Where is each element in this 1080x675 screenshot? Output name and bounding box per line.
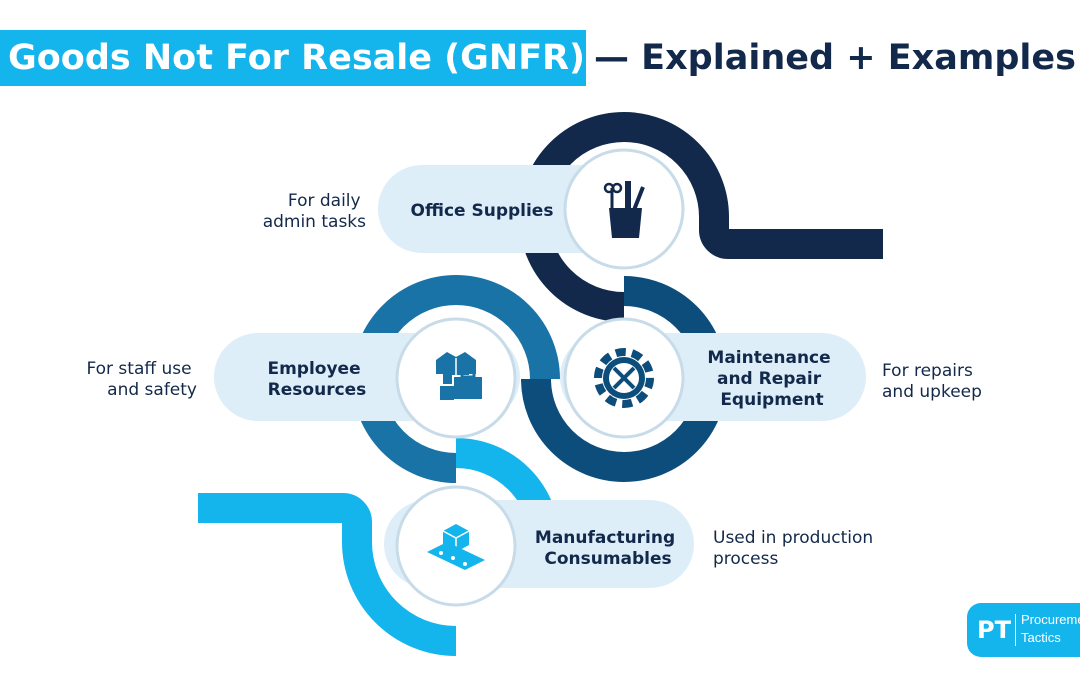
desc-office-supplies: For daily admin tasks — [263, 191, 366, 232]
arc-mfg-left — [198, 493, 457, 656]
arc-office-right — [623, 112, 883, 259]
conveyor-box-icon — [427, 524, 485, 570]
logo-initials: PT — [977, 616, 1011, 644]
desc-maintenance: For repairs and upkeep — [882, 361, 982, 402]
label-employee-resources: Employee Resources — [267, 359, 366, 400]
label-manufacturing: Manufacturing Consumables — [535, 528, 681, 569]
brand-logo — [967, 603, 1080, 657]
label-office-supplies: Office Supplies — [411, 201, 554, 221]
logo-line1: Procurement — [1021, 612, 1080, 627]
title-highlight-bar — [0, 30, 586, 86]
uniform-toolbox-icon — [436, 352, 484, 401]
desc-employee-resources: For staff use and safety — [86, 359, 197, 400]
pencil-cup-icon — [603, 181, 645, 238]
logo-divider — [1015, 614, 1016, 646]
desc-manufacturing: Used in production process — [713, 528, 879, 569]
logo-line2: Tactics — [1021, 630, 1061, 645]
title-subtitle: — Explained + Examples — [594, 38, 1076, 78]
label-maintenance: Maintenance and Repair Equipment — [707, 348, 836, 410]
gear-tools-icon — [594, 348, 654, 408]
title-highlight: Goods Not For Resale (GNFR) — [8, 38, 586, 78]
